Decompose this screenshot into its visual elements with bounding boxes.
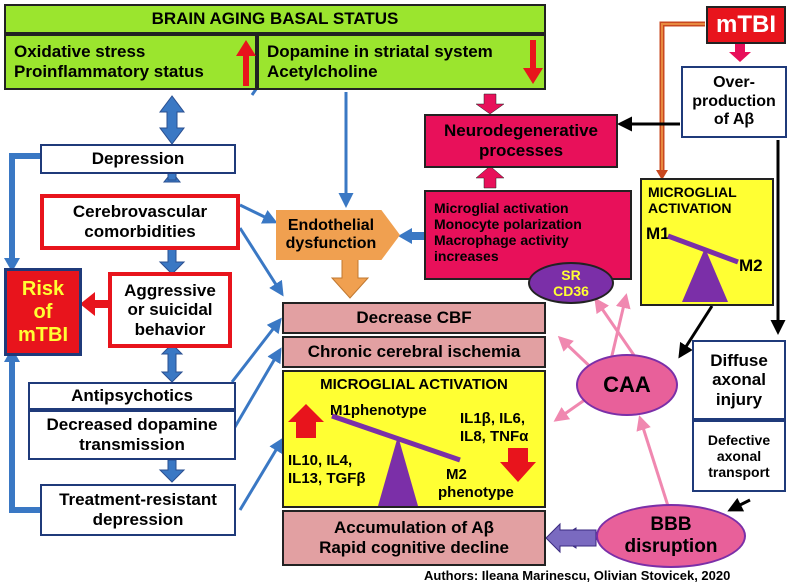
depression-label: Depression [91,149,185,169]
up-arrow-icon [288,404,324,438]
chronic-ischemia-label: Chronic cerebral ischemia [307,342,521,362]
diffuse-axonal-box: Diffuse axonal injury [692,340,786,420]
defective-transport-box: Defective axonal transport [692,420,786,492]
endothelial-dysfunction-shape: Endothelial dysfunction [276,210,400,260]
treatment-resistant-box: Treatment-resistant depression [40,484,236,536]
bbb-line: BBB [650,514,692,536]
seesaw-beam [331,413,461,463]
overproduction-line: Over- [713,74,755,92]
endothelial-line: Endothelial [287,216,375,234]
m2-phenotype-label: phenotype [438,484,514,501]
cerebrovascular-line: comorbidities [84,222,196,241]
antipsychotics-label: Antipsychotics [71,386,193,406]
microglial-small-title: ACTIVATION [648,200,732,217]
depression-box: Depression [40,144,236,174]
risk-line: of [33,300,53,323]
mtbi-label: mTBI [716,11,776,39]
decreased-dopamine-line: Decreased dopamine [46,415,218,435]
diffuse-line: injury [715,389,763,409]
m1-label: M1 [646,224,670,243]
accumulation-line: Rapid cognitive decline [319,538,509,557]
cd36-label: CD36 [553,283,589,299]
dopamine-label: Dopamine in striatal system [267,42,493,62]
cerebrovascular-box: Cerebrovascular comorbidities [40,194,240,250]
sr-label: SR [561,266,581,283]
header-title: BRAIN AGING BASAL STATUS [151,9,399,29]
header-right-panel: Dopamine in striatal system Acetylcholin… [257,34,546,90]
aggressive-line: behavior [134,319,206,339]
overproduction-line: of Aβ [713,111,755,129]
bbb-line: disruption [624,536,718,557]
chronic-ischemia-box: Chronic cerebral ischemia [282,336,546,368]
treatment-resistant-line: depression [92,510,184,529]
diffuse-line: Diffuse [710,350,768,370]
overproduction-line: production [692,92,776,110]
caa-label: CAA [603,372,651,398]
microglia-line: Macrophage activity [434,232,569,249]
risk-line: Risk [21,277,65,300]
seesaw-beam [667,233,739,265]
microglia-line: increases [434,248,499,265]
neurodegenerative-line: processes [478,141,564,160]
authors-credit: Authors: Ileana Marinescu, Olivian Stovi… [424,568,731,583]
pro-inflammatory-cytokines: IL8, TNFα [460,428,529,445]
decreased-dopamine-line: transmission [79,435,185,454]
down-arrow-icon [523,40,543,84]
mtbi-box: mTBI [706,6,786,44]
defective-line: Defective [707,431,771,448]
treatment-resistant-line: Treatment-resistant [59,490,217,510]
brain-aging-header: BRAIN AGING BASAL STATUS [4,4,546,34]
defective-line: transport [708,464,770,481]
decreased-dopamine-box: Decreased dopamine transmission [28,410,236,460]
cerebrovascular-line: Cerebrovascular [72,202,208,222]
aggressive-line: or suicidal [127,300,213,320]
decrease-cbf-box: Decrease CBF [282,302,546,334]
oxidative-stress-label: Oxidative stress [14,42,146,62]
up-arrow-icon [236,40,256,86]
m2-label: M2 [739,256,763,275]
bbb-disruption-ellipse: BBB disruption [596,504,746,568]
left-column-double-arrows [158,95,186,483]
endothelial-line: dysfunction [285,235,377,252]
big-microglial-title: MICROGLIAL ACTIVATION [320,376,508,393]
risk-line: mTBI [18,323,68,346]
neurodegenerative-line: Neurodegenerative [444,121,598,141]
defective-line: axonal [716,447,762,464]
acetylcholine-label: Acetylcholine [267,62,378,81]
seesaw-fulcrum [378,436,418,506]
risk-of-mtbi-box: Risk of mTBI [4,268,82,356]
antipsychotics-box: Antipsychotics [28,382,236,410]
microglia-line: Microglial activation [434,200,569,216]
down-arrow-icon [500,448,536,482]
microglia-line: Monocyte polarization [434,216,582,233]
overproduction-box: Over- production of Aβ [681,66,787,138]
neurodegenerative-box: Neurodegenerative processes [424,114,618,168]
proinflammatory-label: Proinflammatory status [14,62,204,81]
microglial-small-title: MICROGLIAL [648,184,737,200]
seesaw-fulcrum [682,248,728,302]
aggressive-line: Aggressive [124,280,216,300]
diffuse-line: axonal [712,370,766,390]
accumulation-box: Accumulation of Aβ Rapid cognitive decli… [282,510,546,566]
anti-inflammatory-cytokines: IL13, TGFβ [288,470,366,487]
m1-phenotype-label: M1phenotype [330,402,427,419]
anti-inflammatory-cytokines: IL10, IL4, [288,452,353,469]
accumulation-line: Accumulation of Aβ [334,518,494,538]
big-microglial-activation-box: MICROGLIAL ACTIVATION [282,370,546,508]
aggressive-behavior-box: Aggressive or suicidal behavior [108,272,232,348]
caa-ellipse: CAA [576,354,678,416]
header-left-panel: Oxidative stress Proinflammatory status [4,34,257,90]
decrease-cbf-label: Decrease CBF [356,308,472,328]
m2-phenotype-label: M2 [446,466,467,483]
sr-cd36-badge: SR CD36 [528,262,614,304]
pro-inflammatory-cytokines: IL1β, IL6, [460,410,526,427]
